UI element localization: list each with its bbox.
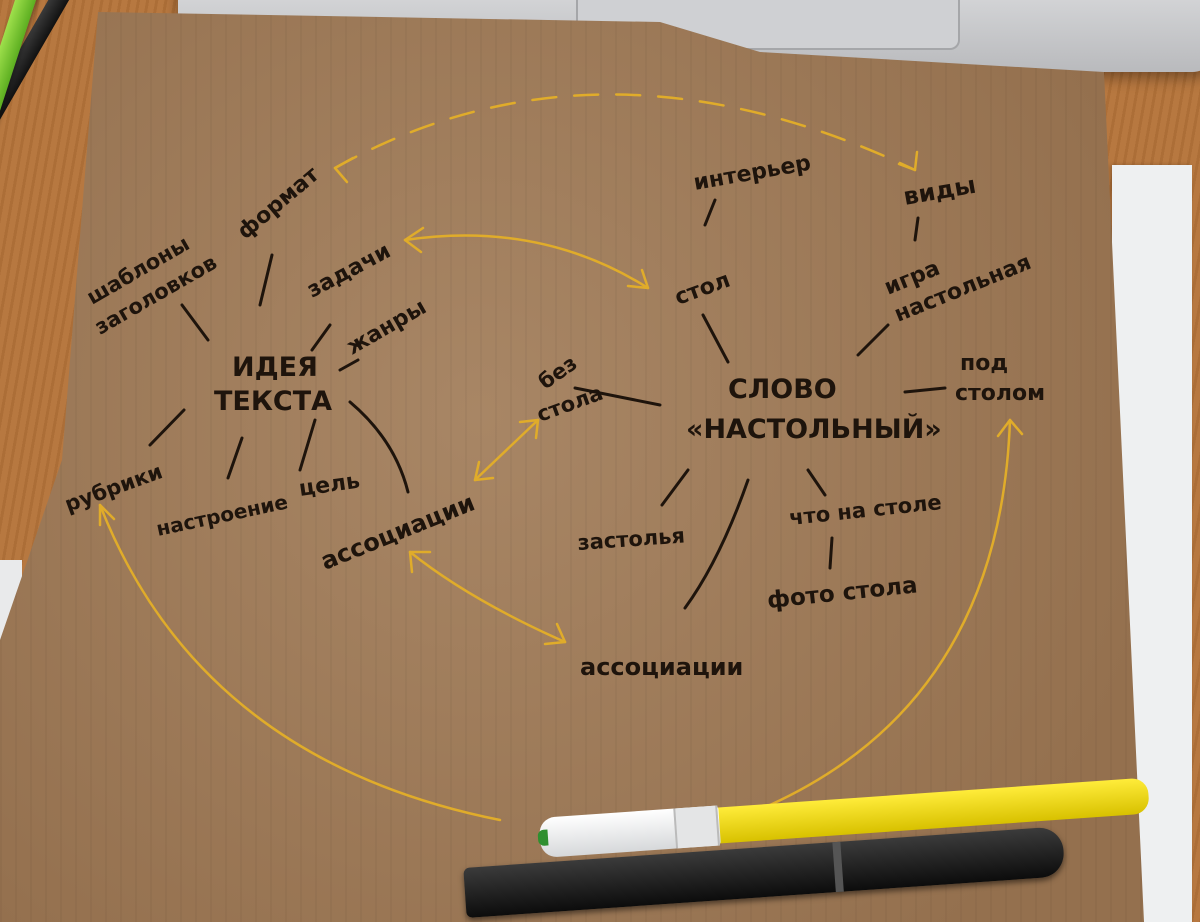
node-table-photo: фото стола (766, 572, 919, 614)
node-tasks: задачи (303, 239, 395, 304)
node-format: формат (233, 162, 325, 244)
arrow-format-types (333, 93, 917, 172)
arrow-assoc-assoc (408, 550, 567, 644)
node-goal: цель (297, 469, 361, 502)
node-types: виды (901, 171, 978, 211)
node-word-line2: «НАСТОЛЬНЫЙ» (686, 413, 942, 445)
node-genres: жанры (343, 295, 431, 360)
arrow-assoc-without (473, 418, 540, 482)
node-associations-bottom: ассоциации (580, 653, 743, 681)
node-under-table-line2: столом (955, 381, 1045, 406)
node-idea-text-line1: ИДЕЯ (232, 352, 318, 383)
node-idea-text-line2: ТЕКСТА (214, 386, 332, 417)
node-feasts: застолья (577, 524, 686, 555)
node-associations-left: ассоциации (317, 488, 479, 575)
node-interior: интерьер (692, 151, 813, 196)
arrow-rubrics-under (98, 418, 1012, 822)
node-on-table: что на столе (788, 490, 943, 530)
node-under-table-line1: под (960, 351, 1008, 376)
node-rubrics: рубрики (62, 459, 166, 516)
node-word-line1: СЛОВО (728, 374, 837, 405)
arrow-tasks-table (403, 234, 650, 290)
node-table: стол (672, 268, 734, 311)
node-mood: настроение (154, 490, 290, 541)
